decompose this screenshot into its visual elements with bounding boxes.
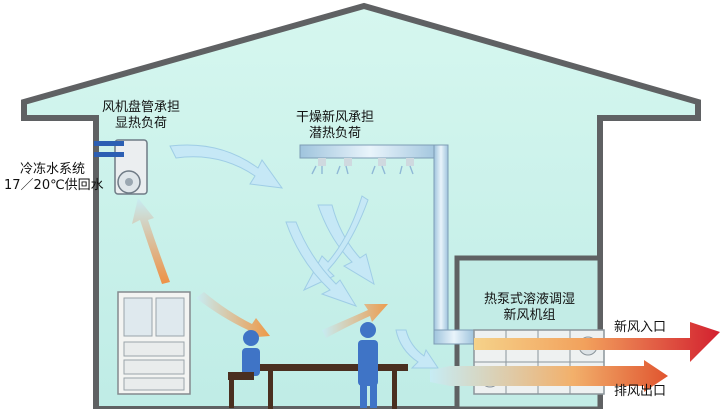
cabinet <box>117 291 191 395</box>
warm-air-arrows <box>132 198 388 338</box>
fresh-inlet-label: 新风入口 <box>614 320 667 335</box>
fan-coil-unit <box>94 139 148 195</box>
dry-air-label-line1: 干燥新风承担 <box>296 110 375 125</box>
fan-coil-label-line2: 显热负荷 <box>115 116 168 131</box>
unit-label-line2: 新风机组 <box>503 308 556 323</box>
fan-coil-label: 风机盘管承担 显热负荷 <box>102 100 180 132</box>
supply-duct <box>299 144 475 345</box>
chilled-water-label: 冷冻水系统 17／20℃供回水 <box>4 162 104 194</box>
unit-label: 热泵式溶液调湿 新风机组 <box>484 292 575 324</box>
chilled-water-label-line1: 冷冻水系统 <box>20 162 86 177</box>
unit-label-line1: 热泵式溶液调湿 <box>484 292 576 307</box>
dry-air-label: 干燥新风承担 潜热负荷 <box>296 110 374 142</box>
cool-air-arrows <box>169 144 439 369</box>
exhaust-outlet-arrow <box>430 360 668 392</box>
dry-air-label-line2: 潜热负荷 <box>309 126 362 141</box>
fresh-air-inlet-arrow <box>474 322 720 362</box>
fan-coil-label-line1: 风机盘管承担 <box>102 100 181 115</box>
table-and-people <box>228 322 408 409</box>
exhaust-outlet-label: 排风出口 <box>614 384 667 399</box>
chilled-water-label-line2: 17／20℃供回水 <box>4 178 104 193</box>
